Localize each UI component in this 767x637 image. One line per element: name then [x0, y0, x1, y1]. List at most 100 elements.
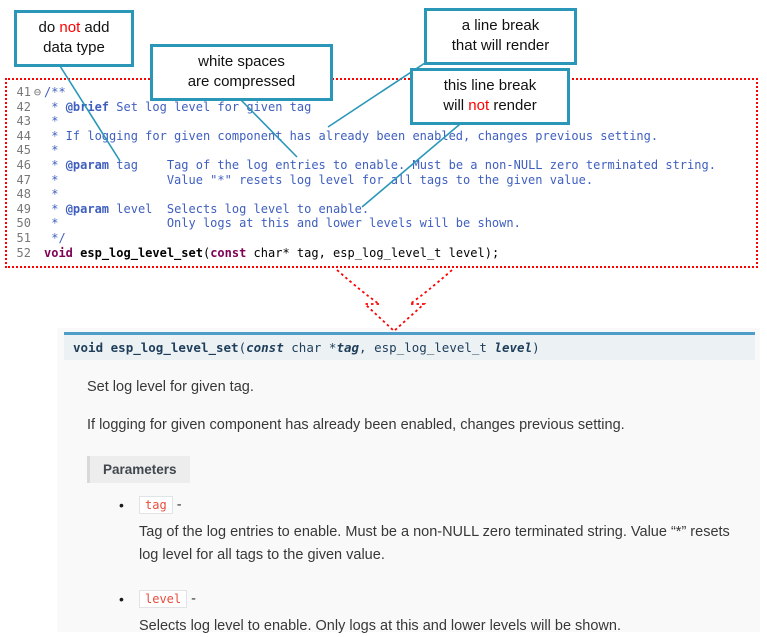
text-segment: const: [246, 340, 284, 355]
text-segment: tag Tag of the log entries to enable. Mu…: [109, 157, 716, 172]
text-segment: */: [44, 230, 66, 245]
param-name-line: level -: [139, 589, 742, 608]
line-number: 44: [16, 128, 31, 143]
text-segment: char *: [283, 340, 337, 355]
code-line: 51 */: [11, 231, 756, 246]
text-segment: level Selects log level to enable.: [109, 201, 370, 216]
text-segment: esp_log_level_set: [80, 245, 203, 260]
callout-line-break-not-render: this line break will not render: [410, 68, 570, 125]
text-segment: data type: [43, 39, 105, 57]
bullet-icon: •: [119, 497, 124, 514]
text-segment: @brief: [65, 99, 110, 114]
text-segment: * If logging for given component has alr…: [44, 128, 659, 143]
code-line: 44 * If logging for given component has …: [11, 129, 756, 144]
text-segment: add: [80, 19, 110, 36]
parameter-item: • level - Selects log level to enable. Onl…: [117, 589, 742, 637]
callout-line: a line break: [433, 16, 568, 36]
param-dash: -: [187, 590, 196, 607]
callout-line: are compressed: [159, 72, 324, 92]
text-segment: *: [44, 99, 66, 114]
code-line: 45 *: [11, 143, 756, 158]
param-name-literal: level: [139, 589, 188, 608]
line-number: 42: [16, 99, 31, 114]
doc-body: Set log level for given tag. If logging …: [57, 377, 760, 637]
text-segment: (: [202, 245, 211, 260]
param-dash: -: [172, 497, 182, 514]
callout-line-break-renders: a line break that will render: [424, 8, 577, 65]
code-line: 41⊖/**: [11, 85, 756, 100]
detailed-description: If logging for given component has alrea…: [87, 417, 625, 434]
code-line: 49 * @param level Selects log level to e…: [11, 202, 756, 217]
text-segment: void: [44, 245, 73, 260]
text-segment: are compressed: [187, 73, 296, 91]
text-segment: that will render: [451, 37, 550, 55]
code-line: 47 * Value "*" resets log level for all …: [11, 173, 756, 188]
parameter-item: • tag - Tag of the log entries to enable. …: [117, 496, 742, 566]
text-segment: * Only logs at this and lower levels wil…: [44, 216, 521, 231]
code-line: 48 *: [11, 187, 756, 202]
callout-line: that will render: [433, 36, 568, 56]
param-name-literal: tag: [139, 496, 173, 515]
brief-description: Set log level for given tag.: [87, 379, 254, 395]
text-segment: Set log level for given tag: [109, 99, 312, 114]
callout-line: data type: [23, 38, 125, 58]
code-editor-snippet: 41⊖/**42 * @brief Set log level for give…: [5, 78, 758, 268]
callout-line: will not render: [419, 96, 561, 116]
callout-whitespace-compressed: white spaces are compressed: [150, 44, 333, 101]
code-line: 43 *: [11, 114, 756, 129]
line-number: 43: [16, 114, 31, 129]
function-signature: void esp_log_level_set(const char *tag, …: [64, 332, 755, 360]
text-segment: not: [59, 19, 81, 36]
text-segment: ): [532, 340, 540, 355]
text-segment: *: [44, 201, 66, 216]
text-segment: will: [443, 97, 469, 115]
line-number: 50: [16, 216, 31, 231]
line-number: 52: [16, 245, 31, 260]
text-segment: white spaces: [198, 53, 285, 70]
line-number: 46: [16, 157, 31, 172]
text-segment: esp_log_level_set: [110, 340, 239, 355]
code-line: 50 * Only logs at this and lower levels …: [11, 216, 756, 231]
code-line: 42 * @brief Set log level for given tag: [11, 100, 756, 115]
fold-collapse-icon: ⊖: [33, 85, 42, 99]
text-segment: , esp_log_level_t: [359, 340, 495, 355]
text-segment: not: [468, 97, 490, 115]
callout-line: this line break: [419, 76, 561, 96]
text-segment: char* tag, esp_log_level_t level);: [246, 245, 500, 260]
callout-line: do not add: [23, 18, 125, 38]
parameters-heading: Parameters: [87, 456, 190, 484]
text-segment: *: [44, 143, 59, 158]
text-segment: this line break: [443, 77, 537, 94]
param-description: Selects log level to enable. Only logs a…: [139, 617, 621, 634]
param-name-line: tag -: [139, 496, 742, 515]
text-segment: a line break: [461, 17, 540, 34]
text-segment: render: [489, 97, 537, 115]
line-number: 48: [16, 187, 31, 202]
render-flow-arrow: [336, 269, 453, 333]
text-segment: @param: [65, 157, 110, 172]
line-number: 45: [16, 143, 31, 158]
text-segment: *: [44, 114, 59, 129]
param-description: Tag of the log entries to enable. Must b…: [139, 524, 730, 563]
text-segment: level: [494, 340, 533, 355]
callout-line: white spaces: [159, 52, 324, 72]
line-number: 47: [16, 172, 31, 187]
text-segment: * Value "*" resets log level for all tag…: [44, 172, 594, 187]
code-line: 52 void esp_log_level_set(const char* tag…: [11, 246, 756, 261]
text-segment: @param: [65, 201, 110, 216]
text-segment: tag: [336, 340, 360, 355]
text-segment: const: [210, 245, 247, 260]
text-segment: /**: [44, 85, 66, 99]
text-segment: *: [44, 157, 66, 172]
line-number: 49: [16, 201, 31, 216]
text-segment: do: [38, 19, 60, 36]
text-segment: *: [44, 187, 59, 202]
line-number: 41: [16, 85, 31, 99]
text-segment: (: [238, 340, 247, 355]
code-line: 46 * @param tag Tag of the log entries t…: [11, 158, 756, 173]
line-number: 51: [16, 230, 31, 245]
bullet-icon: •: [119, 590, 124, 607]
parameters-list: • tag - Tag of the log entries to enable. …: [117, 496, 742, 637]
